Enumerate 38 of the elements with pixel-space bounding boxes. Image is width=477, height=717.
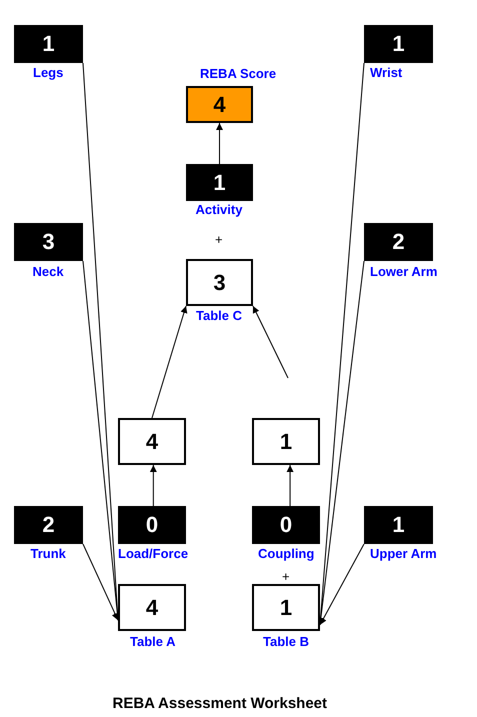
plus-sign: + — [282, 570, 290, 583]
table-box: 3 — [186, 259, 253, 306]
arrow — [252, 306, 288, 378]
node-caption: Trunk — [30, 547, 66, 561]
node-caption: Table A — [130, 635, 176, 649]
score-box: 1 — [14, 25, 83, 63]
node-caption: Load/Force — [118, 547, 188, 561]
score-box: 1 — [364, 25, 433, 63]
arrow — [82, 544, 118, 621]
node-caption: Wrist — [370, 66, 402, 80]
node-caption: Table B — [263, 635, 309, 649]
score-box: 1 — [186, 164, 253, 201]
node-caption: Neck — [32, 265, 64, 279]
node-caption: REBA Score — [200, 67, 276, 81]
score-box: 0 — [252, 506, 320, 544]
node-caption: Coupling — [258, 547, 314, 561]
node-caption: Activity — [196, 203, 242, 217]
score-box: 2 — [364, 223, 433, 261]
arrow — [150, 464, 157, 506]
final-score-box: 4 — [186, 86, 253, 123]
score-box: 0 — [118, 506, 186, 544]
plus-sign: + — [215, 233, 223, 246]
score-box: 1 — [364, 506, 433, 544]
table-box: 1 — [252, 584, 320, 631]
arrow — [216, 122, 223, 164]
arrow — [152, 306, 188, 418]
node-caption: Table C — [196, 309, 242, 323]
node-caption: Lower Arm — [370, 265, 438, 279]
table-box: 4 — [118, 584, 186, 631]
arrow — [286, 464, 294, 506]
arrow — [320, 544, 364, 626]
node-caption: Upper Arm — [370, 547, 437, 561]
score-box: 3 — [14, 223, 83, 261]
table-box: 4 — [118, 418, 186, 465]
table-box: 1 — [252, 418, 320, 465]
score-box: 2 — [14, 506, 83, 544]
worksheet-title: REBA Assessment Worksheet — [112, 696, 328, 712]
node-caption: Legs — [33, 66, 64, 80]
